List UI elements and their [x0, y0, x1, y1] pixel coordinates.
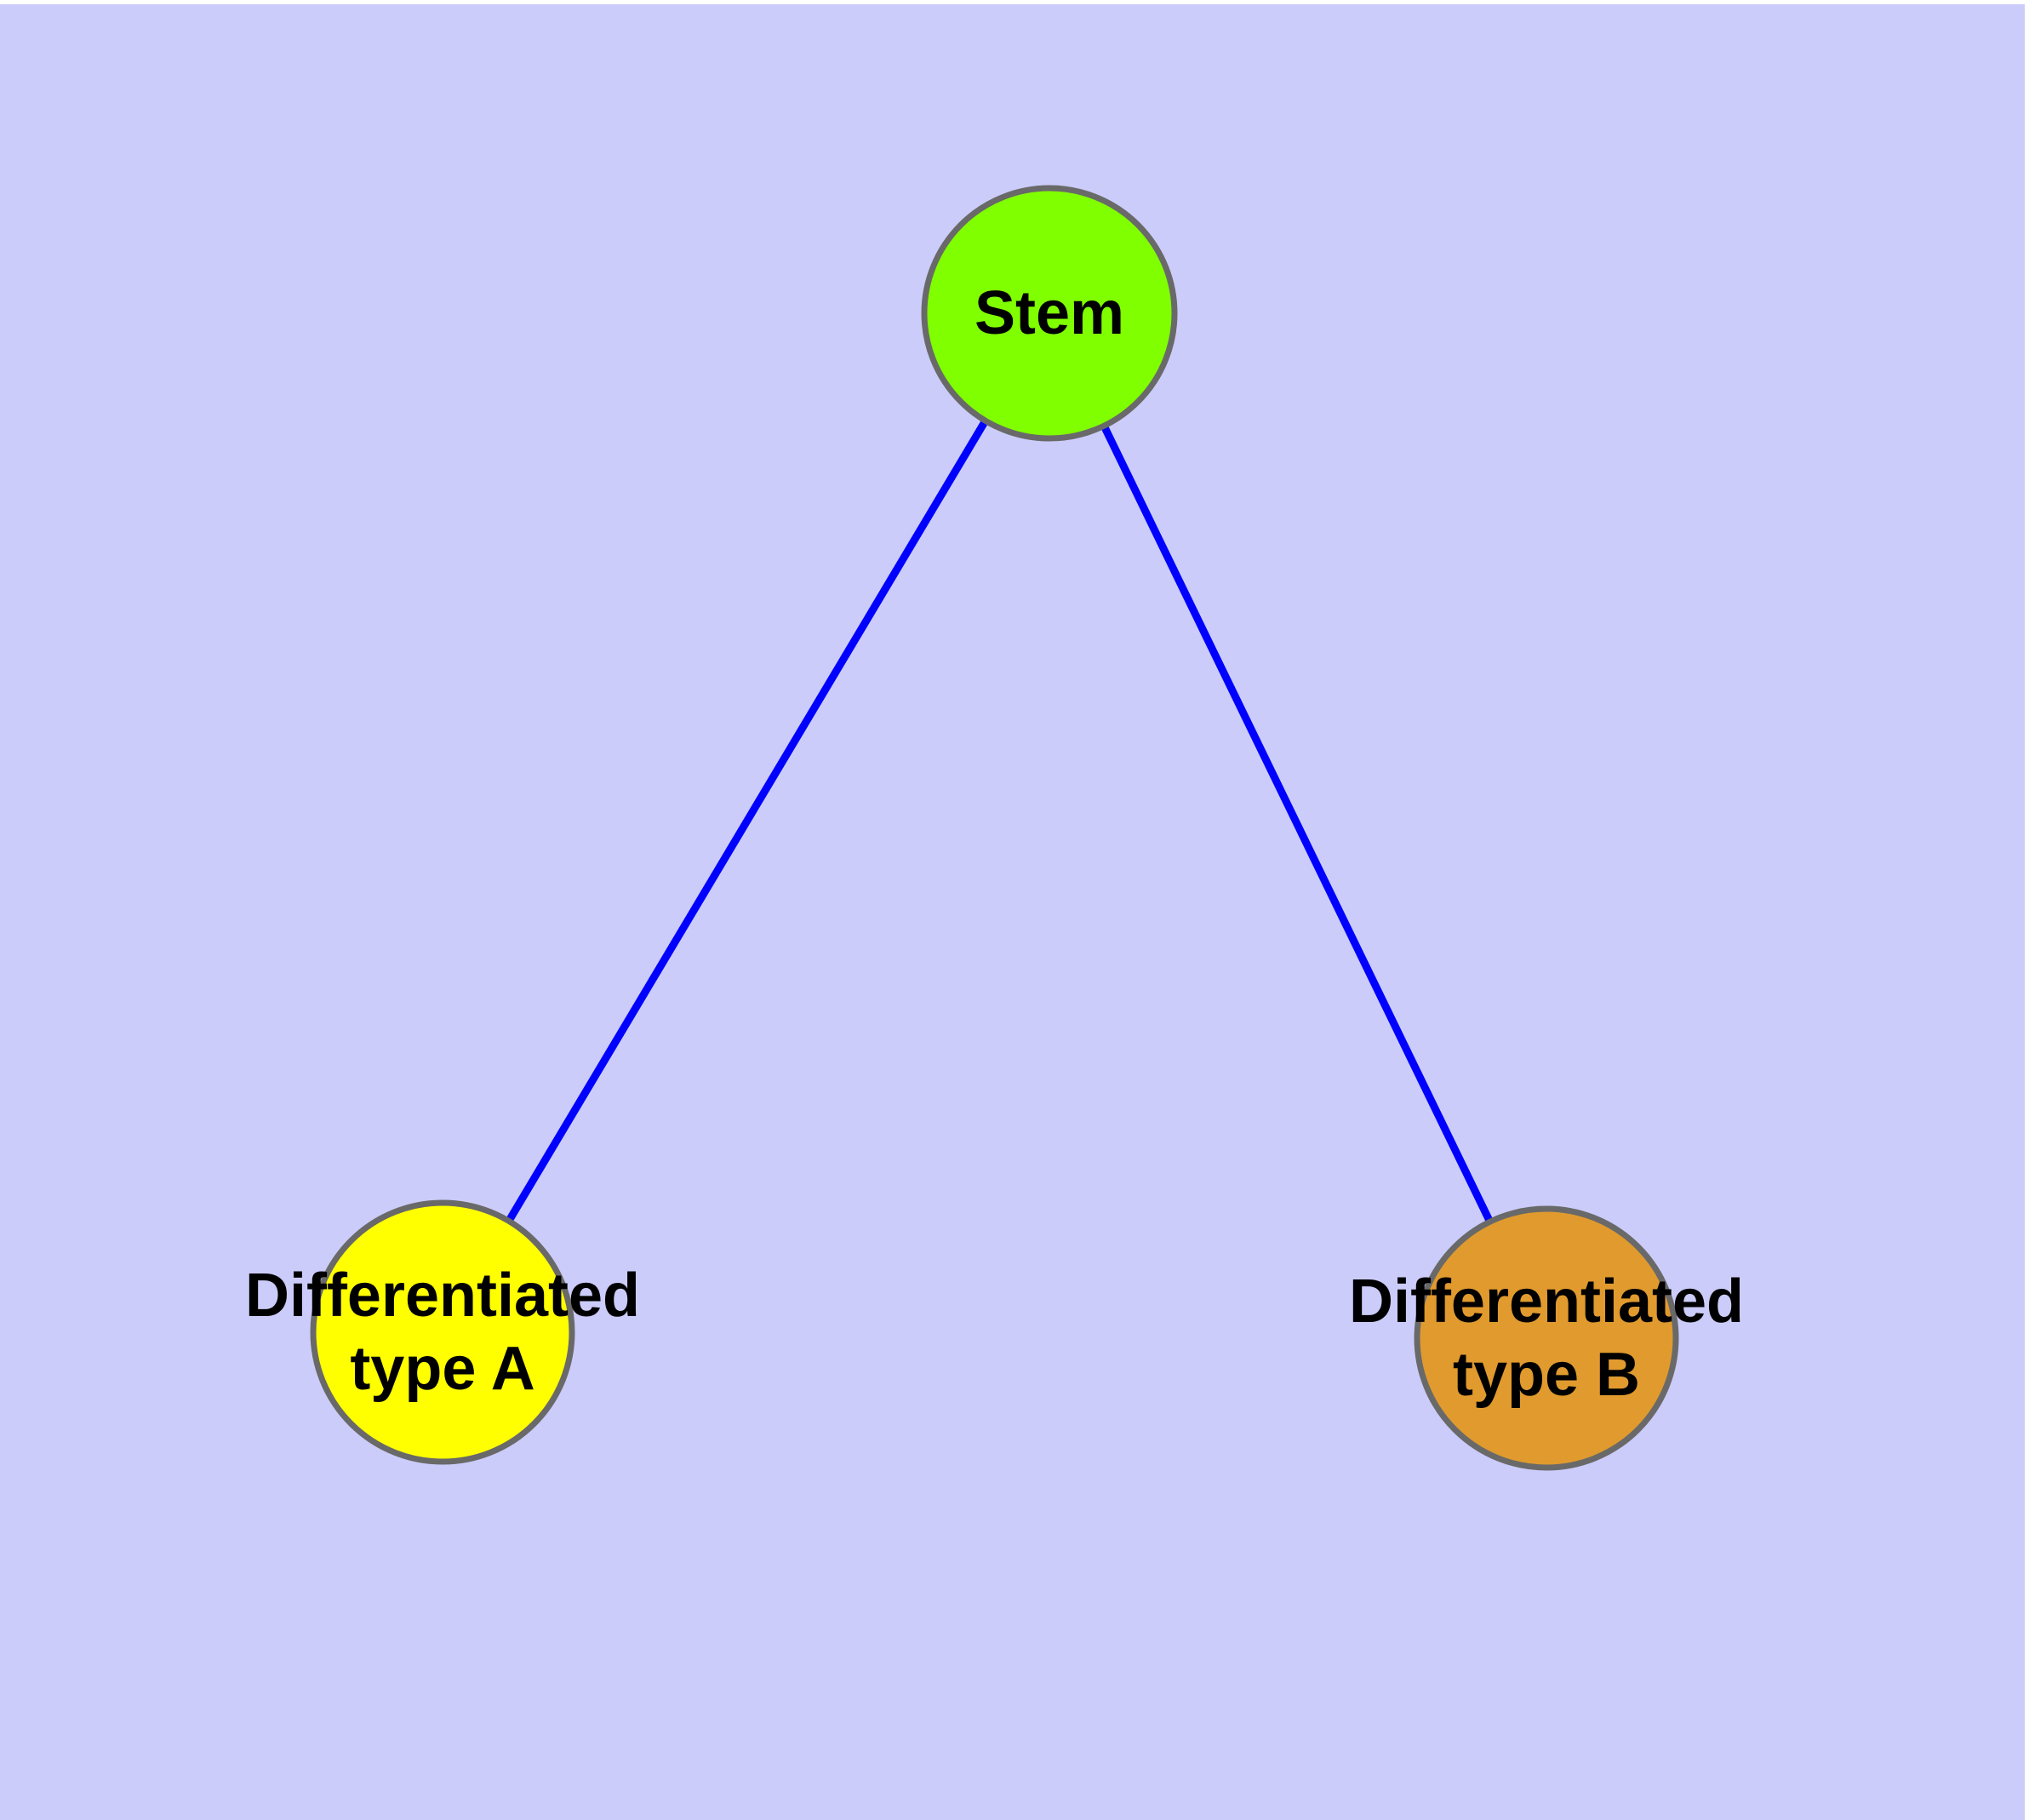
graph-node-label-line: type B	[1453, 1341, 1640, 1409]
edges-layer	[505, 418, 1494, 1224]
graph-node-label-line: Stem	[974, 279, 1124, 347]
graph-node-label-line: Differentiated	[1349, 1268, 1744, 1336]
graph-node-stem[interactable]	[921, 185, 1178, 442]
graph-edge-stem-to-diff_b	[1100, 424, 1494, 1224]
graph-node-label-line: Differentiated	[245, 1262, 640, 1330]
graph-node-label-stem: Stem	[974, 279, 1124, 347]
graph-node-diff_b[interactable]	[1414, 1205, 1679, 1471]
graph-node-diff_a[interactable]	[310, 1199, 575, 1465]
graph-node-label-line: type A	[350, 1335, 534, 1403]
nodes-layer	[310, 185, 1679, 1471]
graph-edge-stem-to-diff_a	[505, 418, 989, 1223]
